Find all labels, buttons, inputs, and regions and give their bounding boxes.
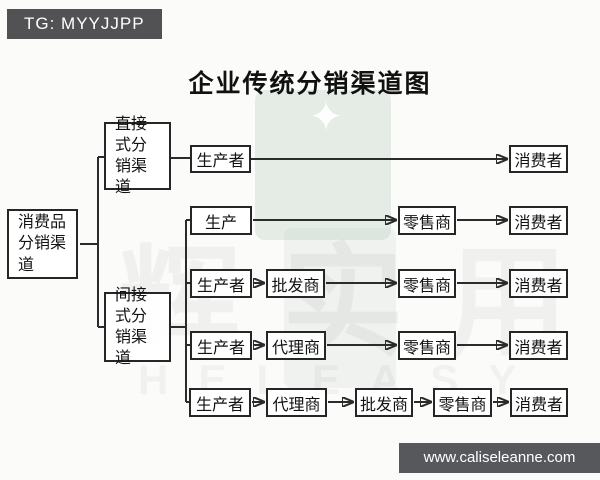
node-producer: 生产者 (190, 269, 252, 298)
node-direct-channel: 直接式分销渠道 (104, 116, 171, 196)
node-producer: 生产者 (190, 331, 252, 360)
node-agent: 代理商 (266, 388, 327, 417)
node-consumer: 消费者 (509, 206, 568, 235)
node-producer: 生产者 (190, 145, 251, 173)
node-producer: 生产者 (189, 388, 251, 417)
site-url-bar: www.caliseleanne.com (399, 443, 600, 473)
page-title: 企业传统分销渠道图 (188, 70, 432, 98)
node-agent: 代理商 (266, 331, 326, 360)
node-consumer-goods-channel: 消费品分销渠道 (7, 209, 78, 279)
node-retailer: 零售商 (398, 206, 456, 235)
node-consumer: 消费者 (509, 269, 568, 298)
node-retailer: 零售商 (433, 388, 492, 417)
node-consumer: 消费者 (509, 145, 568, 173)
node-wholesaler: 批发商 (355, 388, 413, 417)
node-consumer: 消费者 (510, 388, 568, 417)
tg-watermark-label: TG: MYYJJPP (7, 9, 162, 39)
node-wholesaler: 批发商 (266, 269, 325, 298)
node-producer: 生产 (190, 206, 252, 235)
node-indirect-channel: 间接式分销渠道 (104, 287, 171, 367)
node-consumer: 消费者 (509, 331, 568, 360)
node-retailer: 零售商 (398, 269, 456, 298)
node-retailer: 零售商 (398, 331, 456, 360)
